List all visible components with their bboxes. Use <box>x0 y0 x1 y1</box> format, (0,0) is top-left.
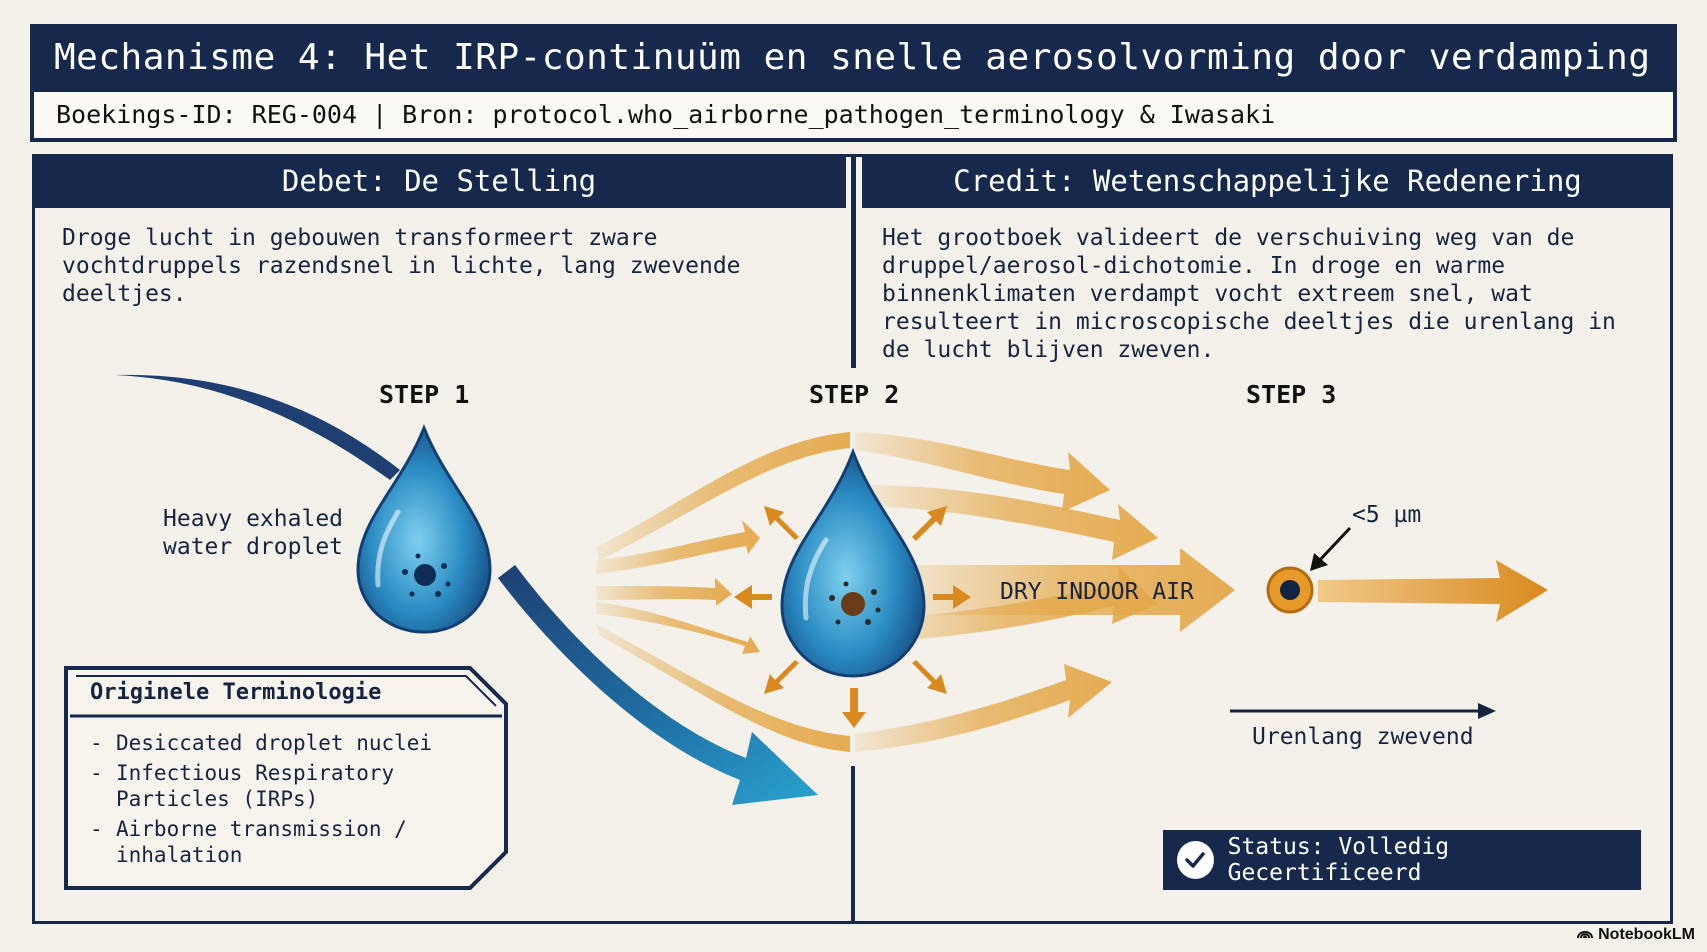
float-timeline-arrow <box>1230 703 1496 719</box>
dry-air-label: DRY INDOOR AIR <box>1000 579 1194 605</box>
status-label: Status: Volledig Gecertificeerd <box>1227 834 1450 886</box>
booking-reference: Boekings-ID: REG-004 | Bron: protocol.wh… <box>30 92 1677 142</box>
credit-text: Het grootboek valideert de verschuiving … <box>882 225 1616 363</box>
droplet-label-line2: water droplet <box>163 534 343 560</box>
checkmark-icon <box>1177 841 1214 879</box>
droplet-label-line1: Heavy exhaled <box>163 506 343 532</box>
credit-heading: Credit: Wetenschappelijke Redenering <box>862 154 1673 208</box>
brand-mark: NotebookLM <box>1576 925 1695 944</box>
dry-air-flow <box>595 432 1235 752</box>
aerosol-particle-icon <box>1266 566 1314 614</box>
column-divider <box>851 154 856 368</box>
evaporation-arrows <box>734 506 971 728</box>
status-badge: Status: Volledig Gecertificeerd <box>1163 830 1641 890</box>
debit-heading: Debet: De Stelling <box>32 154 846 208</box>
step-3-label: STEP 3 <box>1246 380 1337 409</box>
size-label: <5 µm <box>1352 502 1421 528</box>
float-label: Urenlang zwevend <box>1252 724 1474 750</box>
terminology-item: Airborne transmission / inhalation <box>90 816 490 868</box>
debit-text: Droge lucht in gebouwen transformeert zw… <box>62 225 741 307</box>
droplet-fall-arrow <box>115 374 818 805</box>
terminology-item: Desiccated droplet nuclei <box>90 730 490 756</box>
brand-name: NotebookLM <box>1598 925 1695 943</box>
terminology-title: Originele Terminologie <box>90 680 382 705</box>
size-pointer-arrow <box>1310 526 1352 571</box>
heavy-droplet-icon <box>356 423 492 634</box>
particle-drift-arrow <box>1318 560 1548 622</box>
evaporating-droplet-icon <box>780 447 926 678</box>
terminology-list: Desiccated droplet nuclei Infectious Res… <box>90 730 490 872</box>
terminology-item: Infectious Respiratory Particles (IRPs) <box>90 760 490 812</box>
step-1-label: STEP 1 <box>379 380 470 409</box>
page-title: Mechanisme 4: Het IRP-continuüm en snell… <box>30 24 1677 92</box>
notebooklm-logo-icon <box>1576 925 1594 944</box>
column-divider-lower <box>851 766 855 924</box>
step-2-label: STEP 2 <box>809 380 900 409</box>
